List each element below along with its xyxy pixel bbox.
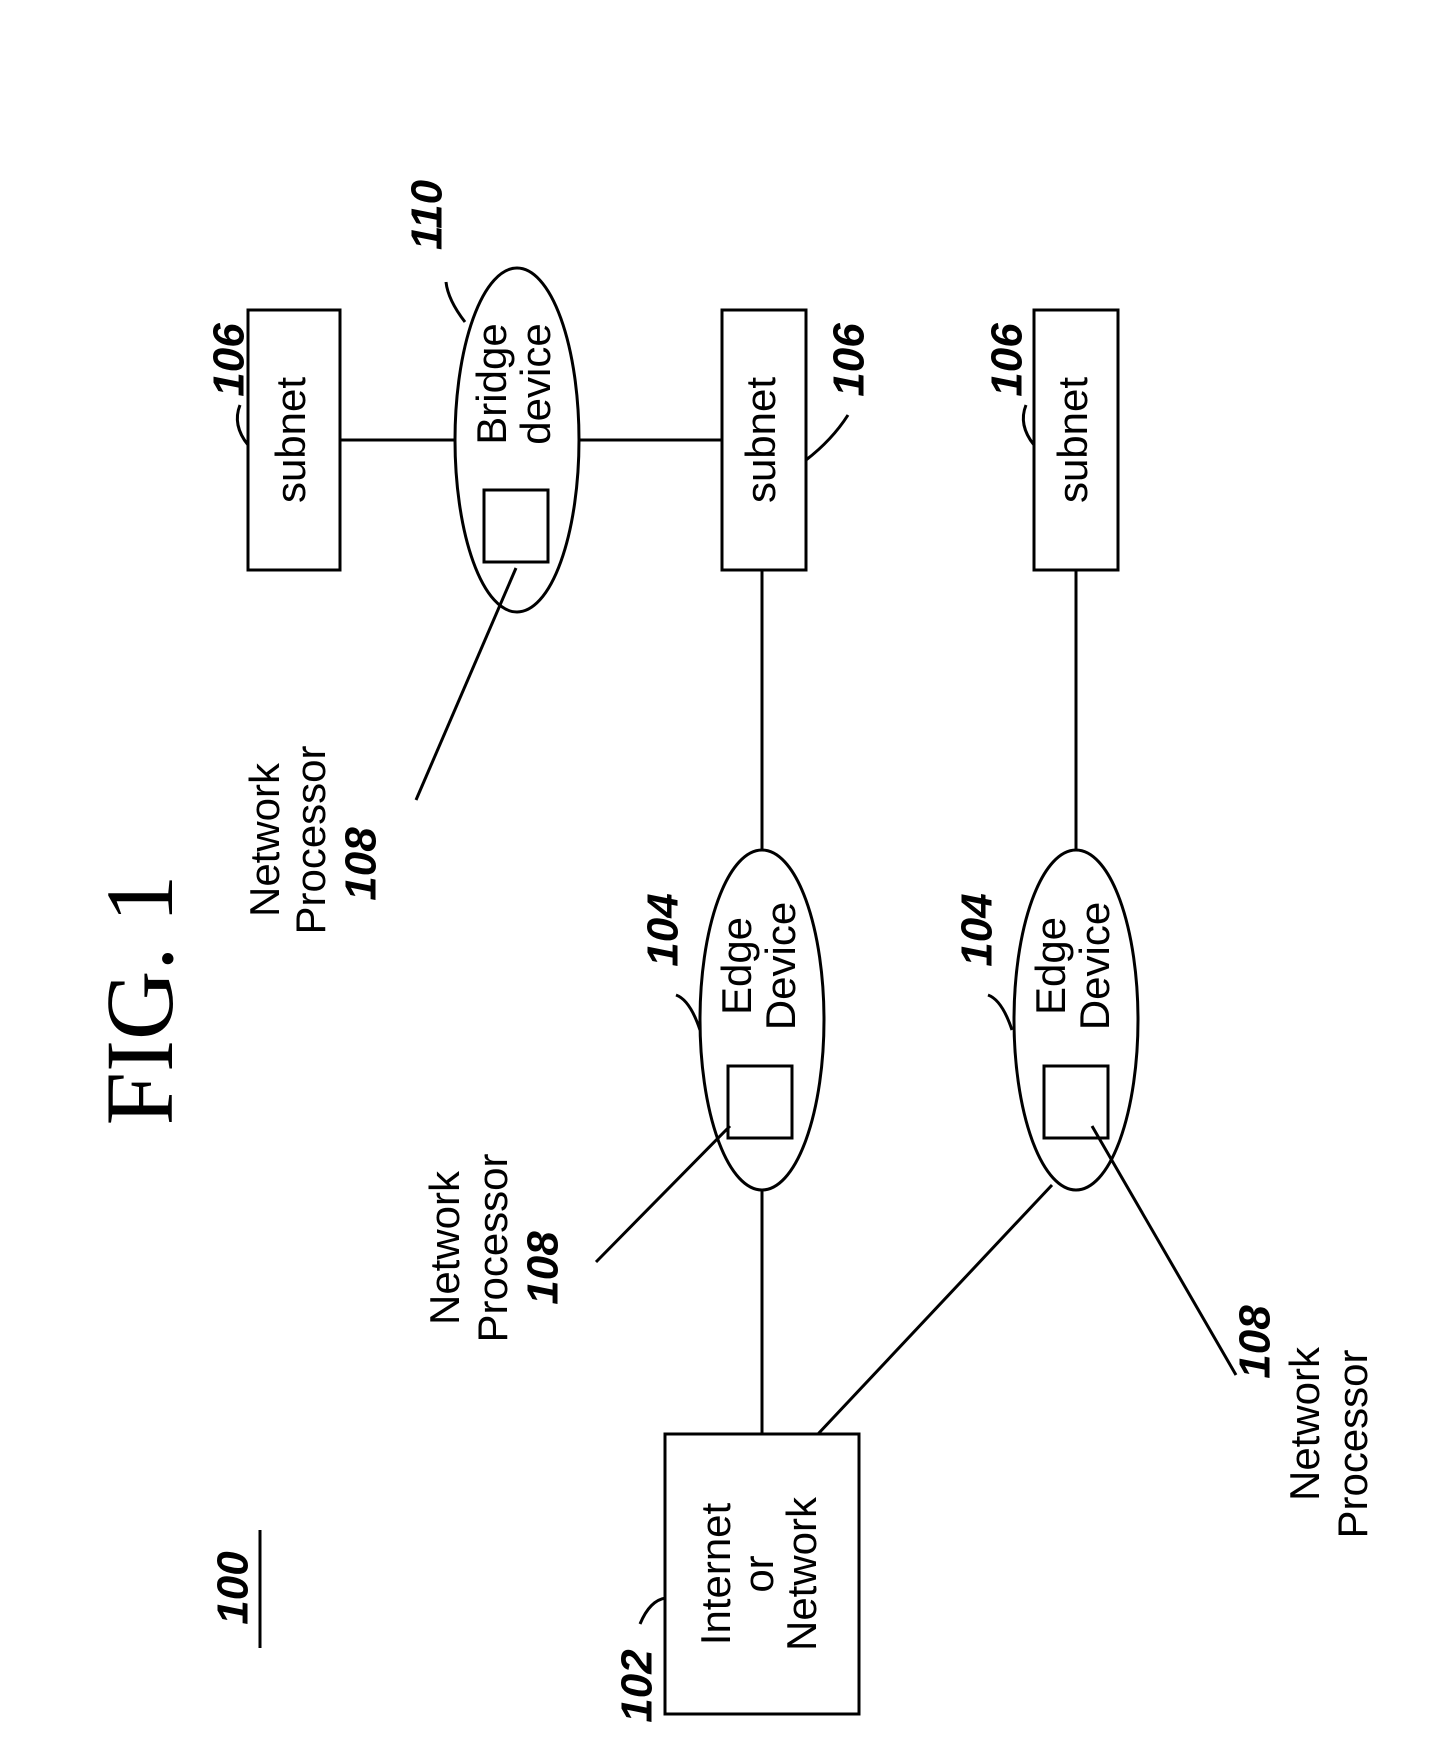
subnet-3-label: subnet — [1049, 377, 1096, 503]
edge-device-1-processor-box — [728, 1066, 792, 1138]
edge-device-1-ref-leader — [676, 995, 700, 1030]
network-node: Internet or Network 102 — [613, 1434, 859, 1723]
bridge-device-ref-leader — [446, 282, 465, 322]
bridge-device-processor-box — [484, 490, 548, 562]
edge-device-1-ref: 104 — [639, 893, 688, 966]
edge-device-2-ref-leader — [988, 995, 1012, 1030]
edge-device-1: Edge Device 104 — [639, 850, 824, 1190]
subnet-2-ref: 106 — [825, 323, 874, 397]
np-bridge-line1: Network — [241, 762, 288, 917]
edge-device-2-label-line1: Edge — [1027, 917, 1074, 1015]
edge-device-2-ref: 104 — [953, 893, 1002, 966]
np-edge-1-callout: Network Processor 108 — [421, 1126, 730, 1343]
bridge-device-label-line2: device — [512, 323, 559, 444]
np-bridge-line2: Processor — [287, 745, 334, 934]
edge-device-1-label-line2: Device — [757, 902, 804, 1030]
network-label-line1: Internet — [692, 1502, 739, 1645]
network-ref-leader — [640, 1598, 666, 1624]
edge-device-2: Edge Device 104 — [953, 850, 1138, 1190]
np-edge-2-line2: Processor — [1329, 1349, 1376, 1538]
np-edge-1-leader — [596, 1126, 730, 1262]
subnet-2-ref-leader — [806, 415, 848, 460]
subnet-3: subnet 106 — [983, 310, 1118, 570]
subnet-3-ref-leader — [1023, 405, 1034, 445]
network-label-line3: Network — [778, 1496, 825, 1651]
subnet-1: subnet 106 — [205, 310, 340, 570]
subnet-1-ref-leader — [237, 405, 248, 445]
np-edge-2-line1: Network — [1281, 1346, 1328, 1501]
np-edge-2-ref: 108 — [1231, 1305, 1280, 1379]
np-edge-1-line1: Network — [421, 1170, 468, 1325]
np-edge-1-line2: Processor — [469, 1153, 516, 1342]
figure-title: FIG. 1 — [86, 875, 193, 1126]
np-bridge-callout: Network Processor 108 — [241, 568, 516, 935]
np-edge-2-leader — [1092, 1126, 1236, 1375]
subnet-3-ref: 106 — [983, 323, 1032, 397]
network-ref: 102 — [613, 1649, 662, 1723]
bridge-device: Bridge device 110 — [403, 179, 579, 612]
np-bridge-leader — [416, 568, 516, 800]
np-bridge-ref: 108 — [337, 827, 386, 901]
network-label-line2: or — [735, 1555, 782, 1592]
bridge-device-ref: 110 — [403, 179, 452, 250]
edge-device-2-processor-box — [1044, 1066, 1108, 1138]
system-ref: 100 — [209, 1551, 258, 1625]
bridge-device-label-line1: Bridge — [468, 323, 515, 444]
subnet-1-ref: 106 — [205, 323, 254, 397]
link-edge2-network — [818, 1185, 1052, 1434]
subnet-1-label: subnet — [267, 377, 314, 503]
system-ref-group: 100 — [209, 1530, 260, 1648]
subnet-2-label: subnet — [737, 377, 784, 503]
np-edge-1-ref: 108 — [519, 1231, 568, 1305]
edge-device-1-label-line1: Edge — [713, 917, 760, 1015]
subnet-2: subnet 106 — [722, 310, 874, 570]
np-edge-2-callout: 108 Network Processor — [1092, 1126, 1376, 1539]
edge-device-2-label-line2: Device — [1071, 902, 1118, 1030]
